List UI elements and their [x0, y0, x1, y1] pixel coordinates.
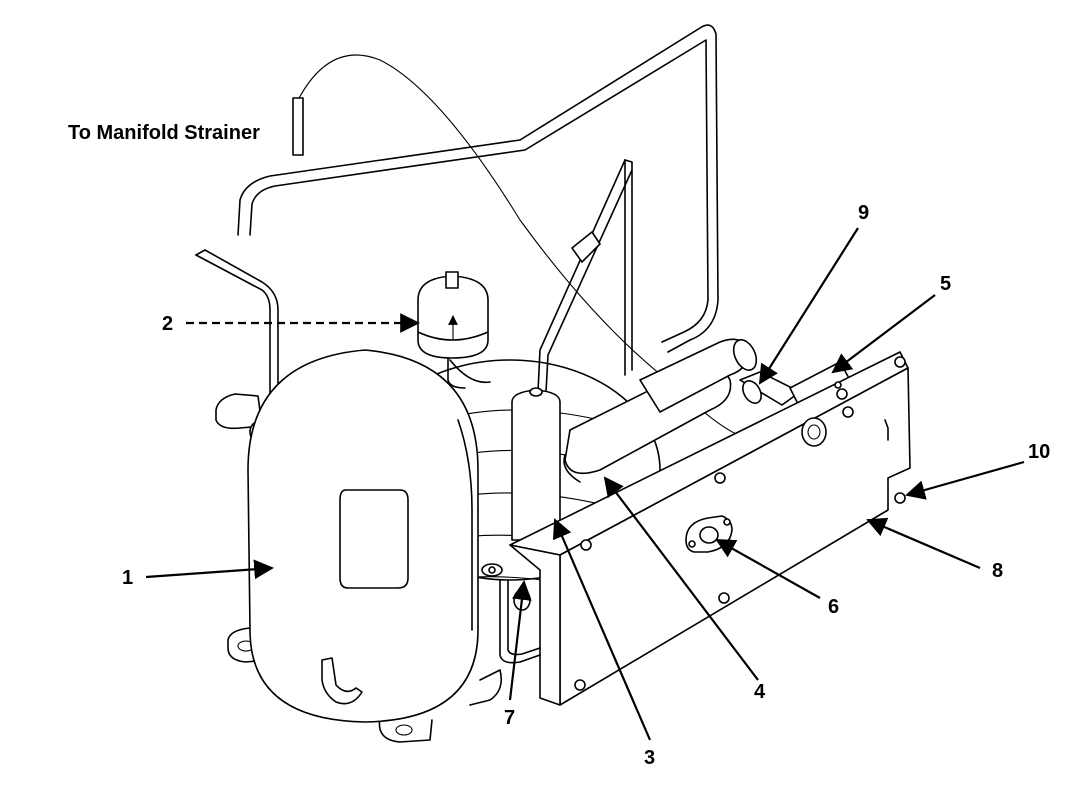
leader-6 — [715, 539, 821, 599]
leader-1 — [145, 559, 274, 580]
suction-riser — [537, 159, 633, 393]
callout-arrows — [145, 227, 1025, 741]
callout-7: 7 — [504, 707, 515, 729]
callout-2: 2 — [162, 313, 173, 335]
pipe-coupling — [571, 231, 601, 263]
heat-exchanger-cylinder — [563, 338, 758, 483]
leader-8 — [866, 517, 981, 570]
callout-1: 1 — [122, 567, 133, 589]
callout-3: 3 — [644, 747, 655, 769]
discharge-tube — [237, 24, 719, 353]
strainer-tube-end — [292, 97, 304, 156]
leader-5 — [831, 294, 936, 374]
dome-cap — [417, 271, 489, 389]
service-valve — [739, 361, 851, 409]
callout-8: 8 — [992, 560, 1003, 582]
leader-3 — [552, 518, 652, 741]
leader-7 — [508, 580, 532, 701]
leader-10 — [905, 460, 1025, 500]
callout-4: 4 — [754, 681, 766, 703]
shell-label-plate — [339, 489, 409, 589]
capillary-line — [292, 54, 751, 441]
callout-5: 5 — [940, 273, 951, 295]
leader-4 — [603, 476, 759, 681]
callout-6: 6 — [828, 596, 839, 618]
leader-9 — [758, 227, 859, 385]
callout-9: 9 — [858, 202, 869, 224]
accumulator — [511, 387, 561, 541]
callout-10: 10 — [1028, 441, 1050, 463]
compressor-shell — [247, 349, 491, 723]
callout-numbers: 1 2 3 4 5 6 7 8 9 10 — [122, 202, 1050, 769]
mounting-bracket — [509, 351, 911, 706]
bottom-stub-tube — [321, 657, 363, 705]
manifold-strainer-label: To Manifold Strainer — [68, 122, 260, 144]
